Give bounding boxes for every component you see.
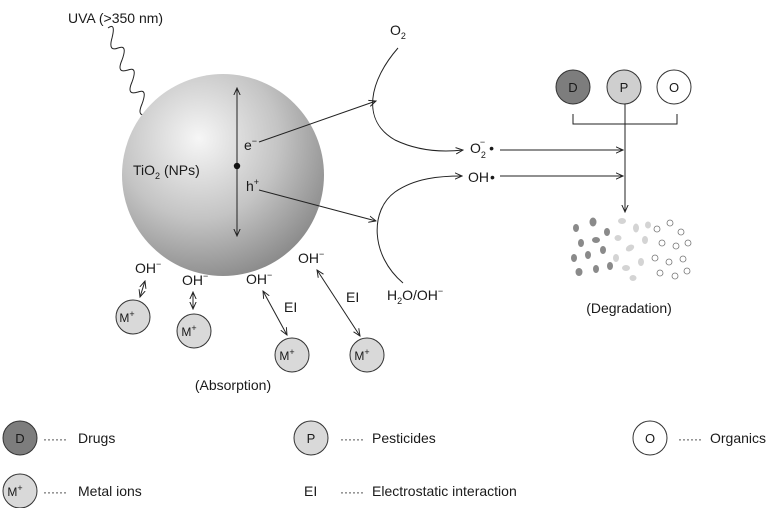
legend-organics-text: Organics — [710, 430, 766, 446]
ion-arrow-4 — [317, 270, 360, 336]
degradation-caption: (Degradation) — [586, 300, 672, 316]
organic-circle — [656, 69, 692, 105]
legend-dots-5: ······ — [340, 485, 364, 499]
legend-pesticides-text: Pesticides — [372, 430, 436, 446]
metal-ion-3 — [274, 337, 310, 373]
legend-dots-4: ······ — [43, 485, 67, 499]
legend-drug-symbol: D — [15, 431, 24, 446]
ei-label-1: EI — [284, 299, 297, 315]
metal-ion-2 — [176, 313, 212, 349]
legend-dots-2: ······ — [340, 432, 364, 446]
water-label: H2O/OH− — [387, 286, 443, 306]
hole-transfer-arrow — [258, 189, 376, 221]
legend-metal-circle — [2, 473, 38, 508]
superoxide-label: O2−• — [470, 137, 494, 160]
hydroxide-label-4: OH− — [298, 249, 324, 266]
absorption-caption: (Absorption) — [195, 377, 271, 393]
hydroxide-label-3: OH− — [246, 270, 272, 287]
legend-organic-symbol: O — [645, 431, 655, 446]
pesticide-letter: P — [620, 80, 629, 95]
legend-pesticide-circle — [293, 420, 329, 456]
oxygen-label: O2 — [390, 22, 406, 41]
absorption-group: OH− M+ OH− M+ OH− EI M+ OH− EI M+ — [115, 249, 385, 373]
uva-label: UVA (>350 nm) — [68, 10, 163, 26]
oxygen-reduction-arrow — [372, 47, 463, 151]
hole-label: h+ — [246, 177, 259, 194]
metal-ion-label-1: M+ — [119, 309, 134, 325]
electron-label: e− — [244, 136, 257, 153]
electron-transfer-arrow — [258, 101, 376, 143]
pesticide-circle — [606, 69, 642, 105]
legend-ei-symbol: EI — [304, 483, 317, 499]
degradation-fragments — [571, 217, 692, 281]
ei-label-2: EI — [346, 289, 359, 305]
hydroxide-label-2: OH− — [182, 271, 208, 288]
legend: D ······ Drugs P ······ Pesticides O ···… — [2, 420, 766, 508]
legend-dots-3: ······ — [678, 432, 702, 446]
drug-circle — [555, 69, 591, 105]
legend-metal-symbol: M+ — [7, 483, 22, 499]
metal-ion-label-2: M+ — [181, 323, 196, 339]
metal-ion-1 — [115, 299, 151, 335]
hydroxyl-radical-label: OH• — [468, 169, 495, 185]
ion-arrow-1 — [140, 281, 145, 297]
legend-ei-text: Electrostatic interaction — [372, 483, 517, 499]
drug-letter: D — [568, 80, 577, 95]
organic-letter: O — [669, 80, 679, 95]
legend-metal-text: Metal ions — [78, 483, 142, 499]
excitation-dot — [233, 162, 241, 170]
water-oxidation-arrow — [376, 176, 462, 284]
tio2-nanoparticle — [122, 74, 324, 276]
metal-ion-label-3: M+ — [279, 347, 294, 363]
ion-arrow-3 — [263, 291, 287, 335]
legend-drug-circle — [2, 420, 38, 456]
metal-ion-label-4: M+ — [354, 347, 369, 363]
legend-dots-1: ······ — [43, 432, 67, 446]
tio2-label: TiO2 (NPs) — [133, 162, 200, 181]
legend-drugs-text: Drugs — [78, 430, 115, 446]
hydroxide-label-1: OH− — [135, 259, 161, 276]
legend-organic-circle — [632, 420, 668, 456]
metal-ion-4 — [349, 337, 385, 373]
legend-pesticide-symbol: P — [307, 431, 316, 446]
